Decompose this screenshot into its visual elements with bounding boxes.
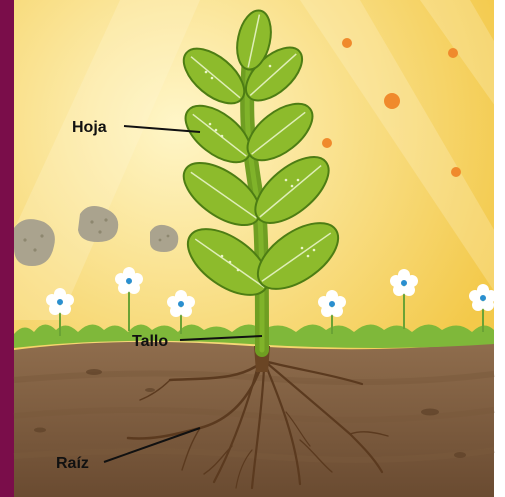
root-label: Raíz <box>56 455 89 472</box>
leaf-label: Hoja <box>72 119 107 136</box>
side-bar <box>0 0 14 497</box>
frame-right <box>494 0 505 497</box>
stem-label: Tallo <box>132 333 168 350</box>
